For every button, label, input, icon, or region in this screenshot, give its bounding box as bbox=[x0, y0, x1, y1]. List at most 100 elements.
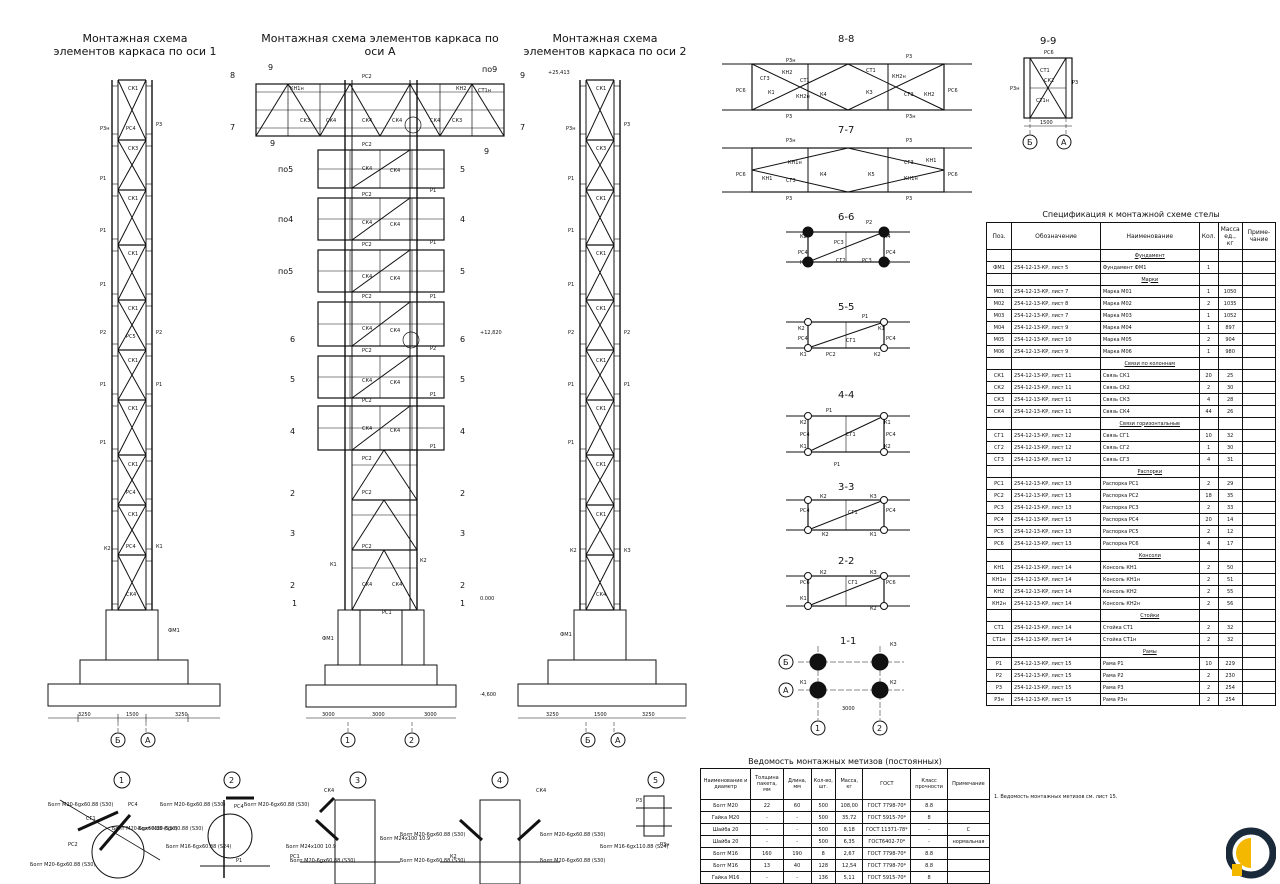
spec-header-cell: Поз. bbox=[985, 222, 1013, 250]
element-mark: СК1 bbox=[596, 406, 606, 412]
dim-label: 3250 bbox=[78, 712, 91, 718]
bolts-header-cell: Примечание bbox=[946, 768, 991, 800]
spec-cell: РС5 bbox=[985, 525, 1013, 538]
spec-cell: СК1 bbox=[985, 369, 1013, 382]
bolts-cell: ГОСТ 5915-70* bbox=[862, 871, 912, 884]
spec-cell bbox=[1241, 489, 1277, 502]
cut-marker: 1 bbox=[460, 599, 465, 608]
spec-cell: Распорка РС5 bbox=[1099, 525, 1200, 538]
spec-cell: 254-12-13-КР, лист 12 bbox=[1011, 453, 1101, 466]
axis-bubble-label: А bbox=[783, 686, 789, 695]
cut-marker: 5 bbox=[460, 267, 465, 276]
element-mark: СК4 bbox=[362, 118, 372, 124]
spec-group-row: Рамы bbox=[985, 645, 1277, 658]
elevation-axis-1 bbox=[47, 79, 221, 748]
element-mark: Р1 bbox=[568, 176, 574, 182]
bolts-title: Ведомость монтажных метизов (постоянных) bbox=[748, 757, 942, 766]
bolts-cell: 500 bbox=[810, 823, 836, 836]
element-mark: СТ1 bbox=[800, 78, 810, 84]
spec-cell: КН2 bbox=[985, 585, 1013, 598]
spec-cell: 44 bbox=[1198, 405, 1219, 418]
element-mark: СК1 bbox=[128, 306, 138, 312]
element-mark: СК1 bbox=[596, 512, 606, 518]
spec-cell: 4 bbox=[1198, 393, 1219, 406]
dim-label: 1500 bbox=[126, 712, 139, 718]
spec-cell bbox=[1217, 357, 1243, 370]
element-mark: Р3 bbox=[1072, 80, 1078, 86]
spec-cell: 2 bbox=[1198, 669, 1219, 682]
spec-cell: 4 bbox=[1198, 537, 1219, 550]
element-mark: РС4 bbox=[128, 802, 138, 808]
spec-cell: 254-12-13-КР, лист 13 bbox=[1011, 489, 1101, 502]
element-mark: СК4 bbox=[390, 428, 400, 434]
bolts-header-cell: Толщина пакета, мм bbox=[750, 768, 784, 800]
cut-marker: 9 bbox=[520, 71, 525, 80]
spec-cell bbox=[1011, 357, 1101, 370]
detail-number-1: 1 bbox=[119, 776, 124, 785]
spec-cell bbox=[1241, 249, 1277, 262]
cut-marker: 4 bbox=[460, 427, 465, 436]
spec-cell bbox=[1241, 501, 1277, 514]
bolts-cell: Гайка М16 bbox=[699, 871, 752, 884]
element-mark: СК1 bbox=[596, 251, 606, 257]
element-mark: СГ1 bbox=[86, 816, 96, 822]
element-mark: СК4 bbox=[324, 788, 334, 794]
spec-cell: 32 bbox=[1217, 429, 1243, 442]
spec-cell: Распорка РС4 bbox=[1099, 513, 1200, 526]
small-sections bbox=[786, 226, 910, 610]
element-mark: К2 bbox=[450, 854, 457, 860]
spec-cell bbox=[1198, 249, 1219, 262]
section-label-5-5: 5-5 bbox=[838, 302, 854, 313]
element-mark: К1 bbox=[330, 562, 337, 568]
element-mark: СГ1 bbox=[846, 338, 856, 344]
spec-cell: 2 bbox=[1198, 381, 1219, 394]
spec-cell: 254-12-13-КР, лист 14 bbox=[1011, 633, 1101, 646]
element-mark: К2 bbox=[884, 260, 891, 266]
cut-marker: 4 bbox=[460, 215, 465, 224]
spec-cell bbox=[1241, 681, 1277, 694]
element-mark: К2 bbox=[798, 326, 805, 332]
spec-cell: 254-12-13-КР, лист 15 bbox=[1011, 693, 1101, 706]
dim-label: 1500 bbox=[1040, 120, 1053, 126]
element-mark: К2 bbox=[884, 444, 891, 450]
element-mark: Р2 bbox=[156, 330, 162, 336]
spec-cell bbox=[985, 417, 1013, 430]
spec-cell: Распорка РС2 bbox=[1099, 489, 1200, 502]
element-mark: Р1 bbox=[100, 228, 106, 234]
cut-marker: 6 bbox=[460, 335, 465, 344]
spec-cell: Р2 bbox=[985, 669, 1013, 682]
element-mark: РС3 bbox=[862, 258, 872, 264]
element-mark: К2 bbox=[820, 494, 827, 500]
element-mark: КН2 bbox=[456, 86, 467, 92]
spec-cell: 12 bbox=[1217, 525, 1243, 538]
spec-cell bbox=[985, 465, 1013, 478]
axis-bubble-label: Б bbox=[1027, 138, 1033, 147]
axis-bubble-label: 2 bbox=[409, 736, 414, 745]
element-mark: К3 bbox=[866, 90, 873, 96]
bolt-callout: Болт М20-6gх60.88 (S30) bbox=[112, 826, 177, 832]
bolts-cell: 13 bbox=[750, 859, 784, 872]
bolts-cell: 190 bbox=[782, 847, 812, 860]
spec-cell: 904 bbox=[1217, 333, 1243, 346]
spec-cell: 29 bbox=[1217, 477, 1243, 490]
spec-cell: 254-12-13-КР, лист 7 bbox=[1011, 285, 1101, 298]
element-mark: РС4 bbox=[800, 508, 810, 514]
element-mark: СК1 bbox=[128, 512, 138, 518]
element-mark: Р3 bbox=[786, 114, 792, 120]
spec-cell: 56 bbox=[1217, 597, 1243, 610]
spec-cell: 254-12-13-КР, лист 13 bbox=[1011, 513, 1101, 526]
spec-group-name: Связи горизонтальные bbox=[1099, 417, 1200, 430]
cut-marker: 5 bbox=[460, 165, 465, 174]
element-mark: РС6 bbox=[948, 88, 958, 94]
spec-cell: 1 bbox=[1198, 345, 1219, 358]
bolts-cell: 6,35 bbox=[834, 835, 864, 848]
bolts-cell: 8.8 bbox=[910, 847, 948, 860]
cut-marker: 4 bbox=[290, 427, 295, 436]
spec-cell: Распорка РС1 bbox=[1099, 477, 1200, 490]
element-mark: СГ3 bbox=[904, 160, 914, 166]
